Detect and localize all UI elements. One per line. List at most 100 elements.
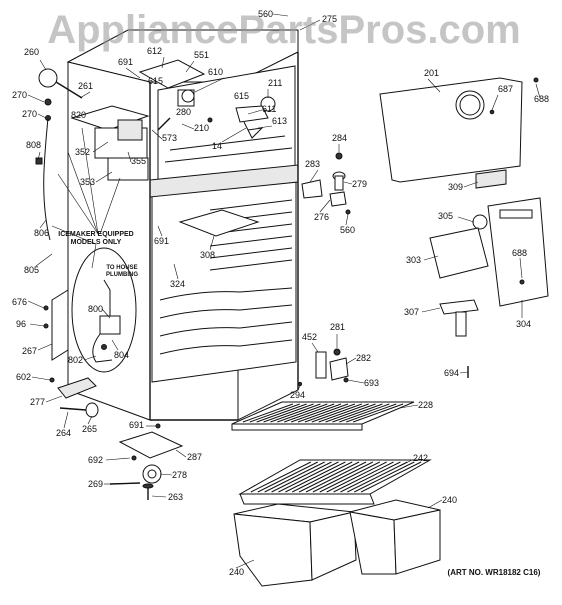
part-label: 560 (258, 9, 273, 19)
shelf-hatch-line (340, 461, 401, 493)
art-number: (ART NO. WR18182 C16) (448, 568, 541, 577)
shelf-hatch-line (256, 403, 307, 423)
icemaker-note-arrows (51, 127, 121, 269)
leader-lines (27, 13, 541, 569)
part-label: 308 (200, 250, 215, 260)
refrigerator-cabinet (66, 29, 299, 421)
right-mid-parts (301, 152, 351, 215)
part-label: 240 (442, 495, 457, 505)
shelf-hatch-line (257, 461, 319, 493)
part-label: 283 (305, 159, 320, 169)
part-label: 242 (413, 453, 428, 463)
part-label: 352 (75, 147, 90, 157)
part-label: 304 (516, 319, 531, 329)
bottom-hardware (109, 431, 184, 500)
shelf-hatch-line (319, 461, 381, 493)
part-label: 602 (16, 372, 31, 382)
shelf-hatch-line (326, 461, 387, 493)
part-label: 802 (68, 355, 83, 365)
right-lower-hardware (155, 348, 469, 429)
part-label: 307 (404, 307, 419, 317)
shelf-hatch-line (360, 461, 422, 493)
part-label: 14 (212, 141, 222, 151)
shelf-hatch-line (304, 403, 356, 423)
shelf-hatch-line (297, 403, 349, 423)
part-label: 573 (162, 133, 177, 143)
shelf-hatch-line (250, 461, 312, 493)
part-label: 279 (352, 179, 367, 189)
evaporator-cover-panel (379, 77, 539, 183)
shelf-hatch-line (263, 403, 314, 423)
part-label: 305 (438, 211, 453, 221)
part-label: 691 (154, 236, 169, 246)
shelf-hatch-line (271, 461, 332, 493)
part-label: 688 (512, 248, 527, 258)
part-label: 808 (26, 140, 41, 150)
icemaker-assembly (35, 68, 150, 241)
shelf-hatch-line (305, 461, 367, 493)
shelf-hatch-line (264, 461, 325, 493)
part-label: 278 (172, 470, 187, 480)
part-label: 277 (30, 397, 45, 407)
shelf-hatch-line (278, 461, 339, 493)
shelf-hatch-line (339, 403, 390, 423)
glass-shelves (231, 401, 432, 505)
evaporator-fan-parts (138, 59, 276, 139)
part-label: 353 (80, 177, 95, 187)
part-label: 267 (22, 346, 37, 356)
part-label: 211 (268, 78, 282, 88)
part-label: 96 (16, 319, 26, 329)
part-label: 264 (56, 428, 71, 438)
part-label: 275 (322, 14, 337, 24)
part-label: 560 (340, 225, 355, 235)
part-label: 551 (194, 50, 209, 60)
part-label: 804 (114, 350, 129, 360)
icemaker-note-line2: MODELS ONLY (71, 239, 122, 246)
shelf-hatch-line (311, 403, 362, 423)
left-bottom-parts (49, 377, 99, 418)
part-label: 240 (229, 567, 244, 577)
part-label: 280 (176, 107, 191, 117)
shelf-hatch-line (347, 461, 408, 493)
part-label: 263 (168, 492, 183, 502)
shelf-hatch-line (312, 461, 374, 493)
part-label: 615 (148, 76, 163, 86)
part-label: 261 (78, 81, 93, 91)
part-label: 201 (424, 68, 439, 78)
shelf-hatch-line (285, 461, 346, 493)
part-label: 260 (24, 47, 39, 57)
part-label: 691 (118, 57, 133, 67)
part-label: 452 (302, 332, 317, 342)
part-label: 284 (332, 133, 347, 143)
part-callouts: 560 275 260 612 551 691 615 610 201 211 … (12, 9, 549, 577)
part-label: 355 (131, 156, 146, 166)
part-label: 613 (272, 116, 287, 126)
part-label: 612 (147, 46, 162, 56)
part-label: 228 (418, 400, 433, 410)
part-label: 269 (88, 479, 103, 489)
part-label: 820 (71, 110, 86, 120)
part-label: 615 (234, 91, 249, 101)
part-label: 693 (364, 378, 379, 388)
part-label: 281 (330, 322, 345, 332)
part-label: 688 (534, 94, 549, 104)
part-label: 270 (12, 90, 27, 100)
part-label: 806 (34, 228, 49, 238)
part-label: 270 (22, 109, 37, 119)
part-label: 287 (187, 452, 202, 462)
part-label: 303 (406, 255, 421, 265)
control-housing-parts (429, 169, 549, 337)
shelf-hatch-line (290, 403, 342, 423)
part-label: 691 (129, 420, 144, 430)
part-label: 282 (356, 353, 371, 363)
plumbing-note-line1: TO HOUSE (106, 265, 137, 271)
part-label: 265 (82, 424, 97, 434)
part-label: 800 (88, 304, 103, 314)
shelf-hatch-line (346, 403, 397, 423)
shelf-hatch-line (353, 461, 415, 493)
part-label: 324 (170, 279, 185, 289)
shelf-hatch-line (284, 403, 335, 423)
shelf-hatch-line (298, 461, 360, 493)
